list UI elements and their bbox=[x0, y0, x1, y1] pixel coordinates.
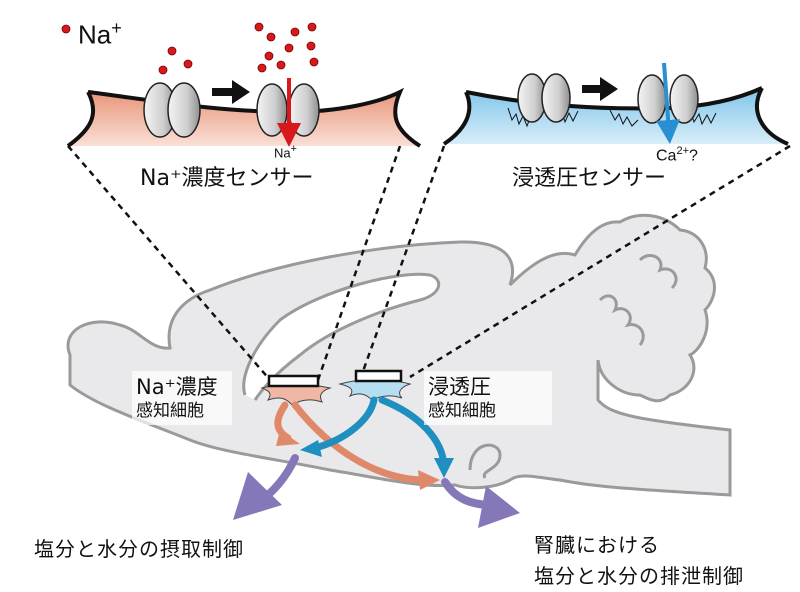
sodium-ions bbox=[61, 22, 319, 75]
osmotic-arrowhead-icon bbox=[300, 440, 322, 457]
intake-arrowhead-icon bbox=[233, 472, 282, 520]
osmotic-sensing-cell-icon bbox=[338, 369, 412, 401]
sodium-flux-label: Na+ bbox=[274, 143, 297, 160]
sodium-ion-legend: Na+ bbox=[78, 18, 122, 51]
open-osmotic-channel-icon bbox=[637, 74, 699, 124]
osmotic-cell-label-line2: 感知細胞 bbox=[428, 401, 496, 421]
osmotic-sensor-title: 浸透圧センサー bbox=[512, 166, 667, 191]
excretion-label-line2: 塩分と水分の排泄制御 bbox=[534, 564, 744, 588]
sodium-arrowhead-icon bbox=[418, 470, 440, 490]
sodium-cell-label-bg bbox=[132, 371, 232, 425]
calcium-influx-arrow-icon bbox=[656, 62, 681, 144]
sodium-cell-label: Na⁺濃度 感知細胞 bbox=[136, 375, 218, 423]
sodium-ion-dot bbox=[276, 60, 286, 70]
sodium-ion-dot bbox=[307, 22, 317, 32]
sodium-ion-dot bbox=[183, 59, 193, 69]
excretion-arrowhead-icon bbox=[478, 486, 520, 528]
sodium-ion-dot bbox=[309, 57, 319, 67]
projection-line-na-right bbox=[316, 145, 402, 381]
closed-sodium-channel-icon bbox=[143, 82, 201, 138]
osmotic-pathway-arrow-long bbox=[378, 396, 448, 469]
sodium-ion-dot bbox=[284, 43, 294, 53]
intake-control-label: 塩分と水分の摂取制御 bbox=[34, 537, 244, 561]
sodium-ion-dot bbox=[254, 22, 264, 32]
calcium-flux-ion: Ca bbox=[656, 147, 677, 165]
sodium-ion-dot bbox=[158, 65, 168, 75]
pathway-arrows bbox=[233, 396, 520, 528]
osmotic-sensor-panel bbox=[442, 62, 789, 146]
projection-line-na-left bbox=[67, 145, 271, 381]
activation-arrow-icon bbox=[582, 77, 618, 101]
sodium-ion-dot bbox=[257, 63, 267, 73]
sodium-ion-dot bbox=[167, 46, 177, 56]
sodium-ion-dot bbox=[264, 51, 274, 61]
sodium-ion-dot bbox=[61, 24, 71, 34]
sodium-flux-charge: + bbox=[290, 143, 297, 155]
calcium-flux-label: Ca2+? bbox=[656, 145, 698, 165]
projection-line-osm-left bbox=[360, 145, 446, 375]
legend-ion-text: Na bbox=[78, 19, 112, 50]
legend-charge-text: + bbox=[111, 18, 122, 38]
cytoskeleton-icon bbox=[507, 107, 717, 128]
sodium-cell-label-line1: Na⁺濃度 bbox=[136, 375, 218, 399]
projection-line-osm-right bbox=[409, 144, 791, 379]
osmotic-arrowhead-icon bbox=[434, 458, 454, 478]
cerebellum-folds bbox=[598, 254, 678, 346]
excretion-control-label: 腎臓における 塩分と水分の排泄制御 bbox=[534, 530, 744, 592]
osmotic-cell-label: 浸透圧 感知細胞 bbox=[428, 375, 496, 423]
brain-sagittal-section bbox=[66, 213, 732, 497]
sodium-flux-ion: Na bbox=[274, 145, 291, 161]
sodium-ion-dot bbox=[306, 41, 316, 51]
brainstem-loop bbox=[468, 443, 502, 479]
activation-arrow-icon bbox=[212, 80, 250, 104]
projection-lines bbox=[67, 144, 791, 381]
sodium-arrowhead-icon bbox=[276, 430, 300, 446]
sodium-membrane bbox=[68, 92, 420, 146]
osmotic-membrane bbox=[444, 88, 788, 144]
brain-outline bbox=[66, 213, 732, 497]
sodium-sensing-cell-icon bbox=[260, 374, 332, 406]
sodium-sensor-panel bbox=[61, 22, 422, 148]
osmotic-cell-label-bg bbox=[424, 371, 552, 425]
excretion-label-line1: 腎臓における bbox=[534, 533, 660, 557]
calcium-flux-question: ? bbox=[689, 147, 698, 165]
closed-osmotic-channel-icon bbox=[517, 73, 571, 123]
osmotic-pathway-arrow-short bbox=[311, 396, 378, 452]
sodium-ion-dot bbox=[290, 27, 300, 37]
sodium-sensor-title: Na⁺濃度センサー bbox=[140, 166, 314, 191]
brain-inner-fold bbox=[242, 272, 441, 401]
osmotic-cell-label-line1: 浸透圧 bbox=[428, 375, 491, 399]
sodium-pathway-arrow-long bbox=[291, 401, 434, 484]
calcium-flux-charge: 2+ bbox=[676, 145, 689, 157]
sodium-ion-dot bbox=[266, 32, 276, 42]
sodium-cell-label-line2: 感知細胞 bbox=[136, 401, 204, 421]
